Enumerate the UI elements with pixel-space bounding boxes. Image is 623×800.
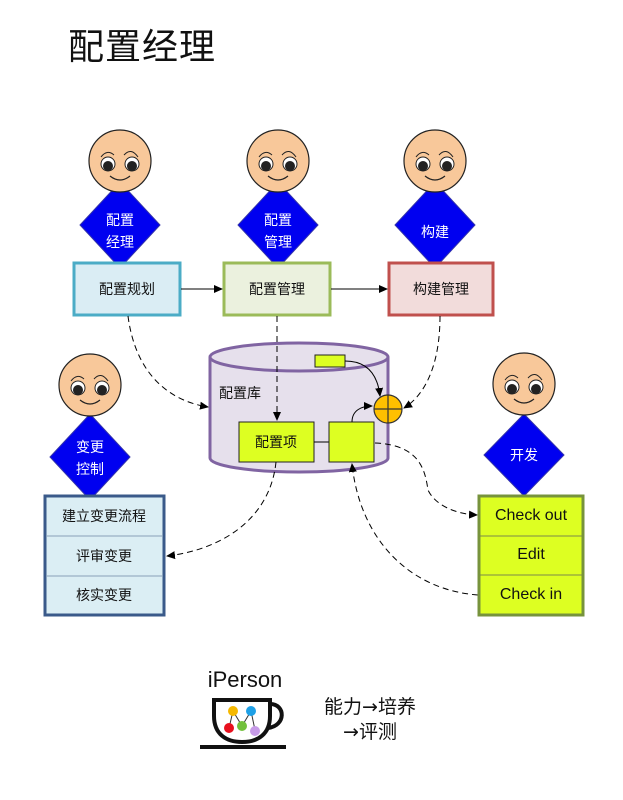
logo-dot — [224, 723, 234, 733]
role-build: 构建 — [394, 129, 476, 269]
change-steps-list: 建立变更流程 评审变更 核实变更 — [43, 494, 166, 617]
role-label-line2: 管理 — [264, 235, 292, 251]
face-icon — [492, 352, 556, 416]
logo-slogan-line1: 能力→培养 — [324, 696, 416, 718]
change-step: 评审变更 — [76, 549, 132, 565]
face-icon — [403, 129, 467, 193]
face-icon — [58, 353, 122, 417]
role-config-manager: 配置 经理 — [79, 129, 161, 269]
logo-slogan-line2: →评测 — [343, 721, 397, 743]
role-label-line2: 控制 — [76, 462, 104, 478]
role-label-line2: 经理 — [106, 235, 134, 251]
box-management: 配置管理 — [222, 261, 332, 317]
cup-icon — [200, 698, 286, 749]
dev-step-check-in: Check in — [500, 586, 562, 603]
arrow-version-to-merge — [351, 402, 373, 423]
arrow-build-to-merge — [403, 315, 441, 409]
role-config-management: 配置 管理 — [237, 129, 319, 269]
arrow-item-to-review — [166, 461, 277, 560]
logo-dot — [250, 726, 260, 736]
arrow-planning-to-repository — [127, 315, 209, 410]
logo-name: iPerson — [208, 667, 283, 692]
logo-dot — [228, 706, 238, 716]
config-item: 配置项 — [238, 421, 315, 463]
role-change-control: 变更 控制 — [49, 353, 131, 501]
dev-steps-list: Check out Edit Check in — [477, 494, 585, 617]
box-management-label: 配置管理 — [249, 282, 305, 298]
face-icon — [88, 129, 152, 193]
box-build-management: 构建管理 — [387, 261, 495, 317]
change-step: 建立变更流程 — [62, 509, 146, 525]
role-label-line1: 变更 — [76, 440, 104, 456]
role-label: 构建 — [421, 225, 449, 241]
role-label-line1: 配置 — [106, 213, 134, 229]
dev-step-check-out: Check out — [495, 507, 568, 524]
logo-dot — [237, 721, 247, 731]
version-item — [328, 421, 375, 463]
arrow-version-to-checkout — [374, 442, 478, 519]
change-step: 核实变更 — [76, 588, 132, 604]
role-development: 开发 — [483, 352, 565, 497]
config-item-label: 配置项 — [255, 435, 297, 451]
logo-dot — [246, 706, 256, 716]
repository-label: 配置库 — [219, 386, 261, 402]
box-planning-label: 配置规划 — [99, 282, 155, 298]
incoming-item — [314, 354, 346, 368]
iperson-logo: iPerson 能力→培养 →评测 — [200, 667, 416, 749]
face-icon — [246, 129, 310, 193]
merge-icon — [373, 394, 403, 424]
box-planning: 配置规划 — [72, 261, 182, 317]
page-title: 配置经理 — [68, 27, 217, 68]
dev-step-edit: Edit — [517, 546, 545, 563]
role-label: 开发 — [510, 448, 538, 464]
arrow-checkin-to-version — [348, 463, 479, 596]
role-label-line1: 配置 — [264, 213, 292, 229]
role-diamond — [49, 413, 131, 501]
arrow-incoming-to-merge — [344, 360, 384, 397]
box-build-management-label: 构建管理 — [413, 282, 469, 298]
